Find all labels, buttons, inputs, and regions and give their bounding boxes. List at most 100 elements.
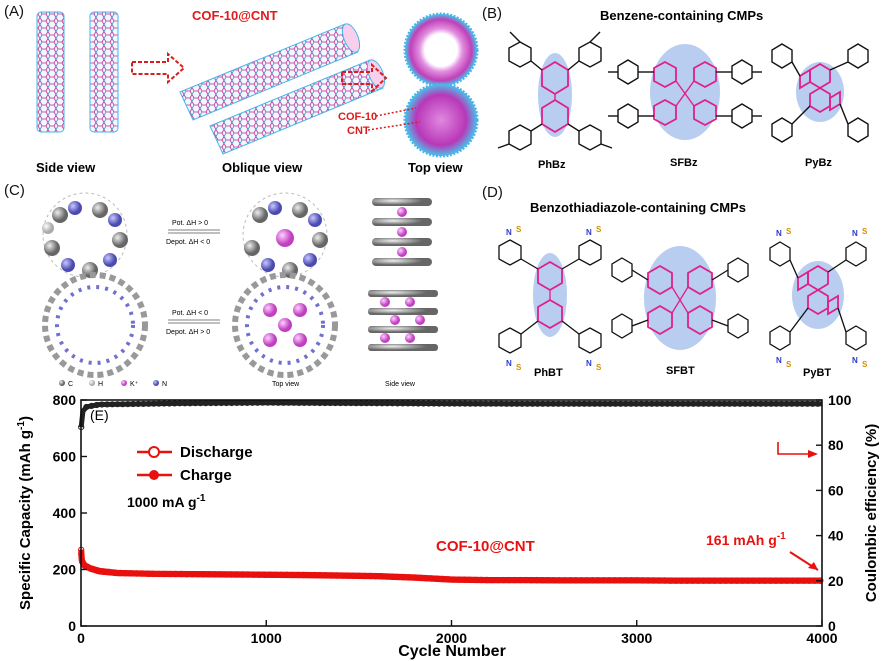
data-point (283, 571, 290, 579)
data-point (183, 571, 190, 578)
row1-depot-label: Depot. ΔH < 0 (166, 239, 210, 246)
data-point (739, 577, 746, 584)
svg-text:N: N (776, 229, 782, 238)
data-point (550, 577, 557, 584)
data-point (200, 571, 207, 578)
model-row2-side (368, 290, 438, 351)
data-point (689, 577, 696, 584)
x-axis-label: Cycle Number (398, 643, 506, 660)
data-point (695, 577, 702, 584)
data-point (433, 575, 440, 582)
data-point (289, 572, 296, 579)
cof-10-callout: COF-10 (338, 111, 377, 123)
phbz-label: PhBz (538, 159, 566, 171)
data-point (478, 577, 485, 584)
data-point (178, 571, 185, 578)
panel-a-nanotubes: (A) (0, 0, 480, 180)
data-point (406, 574, 413, 581)
pybt-structure (769, 241, 867, 351)
data-point (672, 577, 679, 584)
data-point (656, 577, 663, 584)
legend-c-dot (59, 380, 65, 386)
data-point (539, 577, 546, 584)
data-point (144, 570, 151, 577)
svg-text:S: S (862, 227, 868, 236)
data-point (233, 571, 240, 578)
data-point (567, 577, 574, 584)
svg-text:S: S (516, 225, 522, 234)
data-point (506, 577, 513, 584)
data-point (278, 571, 285, 579)
data-point (583, 577, 591, 584)
rate-label: 1000 mA g-1 (127, 493, 206, 510)
data-point (94, 567, 102, 575)
sfbz-structure (608, 44, 762, 140)
data-point (456, 576, 463, 583)
data-point (117, 570, 124, 577)
efficiency-axis-arrow (777, 442, 812, 455)
row2-pot-label: Pot. ΔH < 0 (172, 310, 208, 317)
chart-legend: Discharge Charge (137, 444, 253, 484)
data-point (167, 571, 174, 578)
legend-discharge-marker (148, 446, 160, 458)
data-point (594, 577, 602, 584)
data-point (528, 577, 535, 584)
legend-n-dot (153, 380, 159, 386)
data-point (678, 577, 685, 584)
data-point (767, 577, 774, 584)
svg-text:N: N (506, 359, 512, 368)
data-point (522, 577, 529, 584)
data-point (467, 576, 474, 584)
panel-e-label: (E) (90, 407, 109, 423)
y-right-tick-label: 0 (828, 618, 836, 634)
y-right-tick-label: 60 (828, 482, 844, 498)
phbt-structure (498, 239, 602, 354)
data-point (511, 577, 518, 584)
data-point (622, 577, 629, 584)
data-point (344, 572, 351, 579)
x-tick-label: 4000 (806, 630, 837, 646)
svg-text:N: N (586, 228, 592, 237)
data-point (150, 570, 157, 578)
panel-a-label: (A) (4, 3, 24, 20)
data-point (461, 576, 468, 583)
data-point (272, 571, 279, 578)
data-point (756, 577, 763, 584)
data-point (683, 577, 691, 584)
y-left-tick-label: 800 (53, 392, 77, 408)
nanotube-illustration: COF-10@CNT COF-10 CNT Side view Oblique … (36, 8, 479, 175)
svg-text:S: S (596, 363, 602, 372)
data-point (189, 571, 196, 578)
data-point (711, 577, 718, 584)
y-left-axis-label: Specific Capacity (mAh g-1) (16, 416, 34, 610)
panel-c-potassium-binding: (C) Pot. ΔH > 0 Depot. ΔH < 0 (0, 180, 480, 390)
panel-b-title: Benzene-containing CMPs (600, 8, 763, 23)
data-point (814, 400, 821, 407)
data-point (745, 577, 752, 584)
molecular-models: Pot. ΔH > 0 Depot. ΔH < 0 Pot. (42, 192, 438, 388)
data-point (606, 577, 613, 584)
legend-k-label: K⁺ (130, 381, 139, 388)
data-point (389, 573, 396, 580)
top-view-label: Top view (408, 160, 464, 175)
y-left-tick-label: 600 (53, 449, 77, 465)
legend-discharge-label: Discharge (180, 444, 253, 461)
data-point (761, 577, 768, 584)
y-right-tick-label: 40 (828, 528, 844, 544)
data-point (494, 577, 502, 584)
data-point (133, 570, 140, 577)
data-point (706, 577, 713, 584)
data-point (750, 577, 757, 584)
data-point (367, 573, 374, 580)
data-point (800, 577, 807, 584)
legend-charge-marker (149, 470, 159, 480)
final-capacity-label: 161 mAh g-1 (706, 531, 786, 548)
series-coulombic-efficiency (78, 399, 822, 431)
data-point (205, 571, 213, 578)
cycling-chart: (E) Discharge Charge 1000 mA g-1 COF-10@… (16, 392, 880, 660)
y-left-tick-label: 200 (53, 562, 77, 578)
pybt-label: PyBT (803, 367, 831, 379)
data-point (361, 573, 368, 580)
